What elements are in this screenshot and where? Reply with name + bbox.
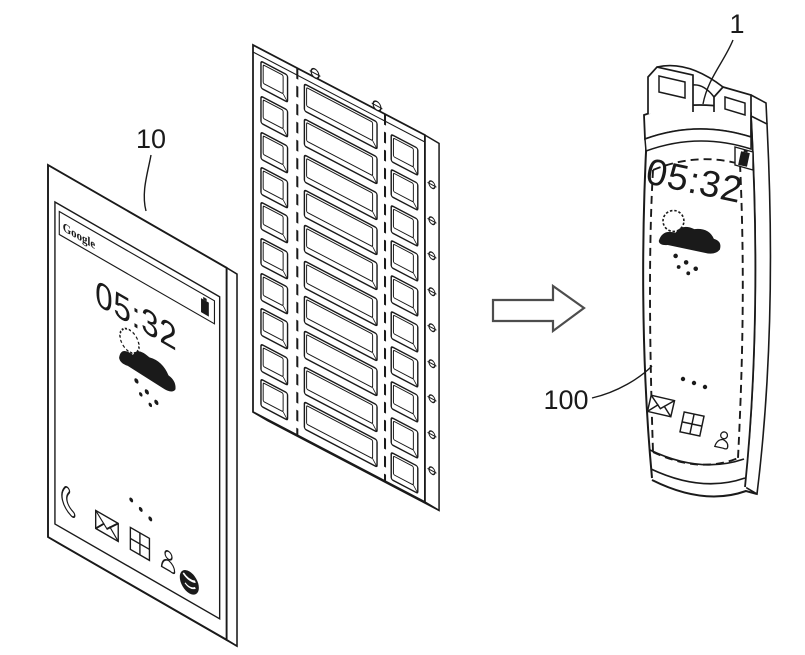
cap-left-slot (658, 75, 686, 99)
search-bar (58, 210, 216, 325)
panel-front (252, 43, 426, 504)
rolled-left-edge (642, 113, 653, 479)
segmented-panel (252, 43, 440, 512)
flat-device-side-face (225, 266, 238, 648)
rolled-device-front (643, 114, 756, 490)
label-flat-device: 10 (136, 124, 166, 154)
panel-top-rim-line (253, 51, 425, 143)
transform-arrow-icon (491, 283, 586, 334)
label-flexible-display: 100 (543, 385, 588, 415)
panel-side-face (424, 133, 440, 512)
leader-line-1 (702, 39, 734, 105)
cap-back-rim (656, 64, 724, 88)
cap-front-rim (692, 84, 715, 98)
rolled-bottom-outline (651, 479, 758, 498)
cap-side-edge (750, 94, 768, 125)
rolled-top-cap (643, 64, 768, 153)
apps-grid-icon (679, 411, 705, 437)
phone-icon (61, 485, 76, 518)
cap-right-slot (724, 95, 746, 117)
rolled-bottom-cap-line (650, 468, 746, 485)
rolled-device: 05:32 1 100 (543, 9, 772, 498)
browser-globe-icon (179, 570, 199, 595)
leader-line-10 (143, 154, 152, 212)
label-rolled-device: 1 (729, 9, 744, 39)
leader-line-100 (591, 365, 653, 399)
flat-device: Google 05:32 10 (47, 124, 238, 648)
